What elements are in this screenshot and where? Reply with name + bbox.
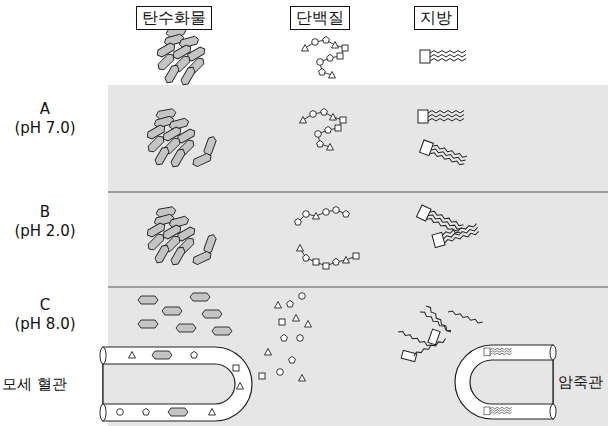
- header-box: 지방: [414, 6, 458, 30]
- header-text: 단백질: [296, 8, 344, 28]
- header-box: 단백질: [290, 6, 350, 30]
- ph-label: (pH 7.0): [14, 119, 75, 137]
- vessel-label: 모세 혈관: [2, 375, 67, 393]
- vessel-label: 암죽관: [558, 373, 603, 391]
- header-text: 지방: [420, 8, 452, 28]
- header-box: 탄수화물: [136, 6, 212, 30]
- section-letter: B: [40, 203, 50, 221]
- ph-label: (pH 8.0): [14, 315, 75, 333]
- ph-label: (pH 2.0): [14, 222, 75, 240]
- section-letter: A: [40, 100, 50, 118]
- header-text: 탄수화물: [142, 8, 206, 28]
- section-letter: C: [40, 296, 50, 314]
